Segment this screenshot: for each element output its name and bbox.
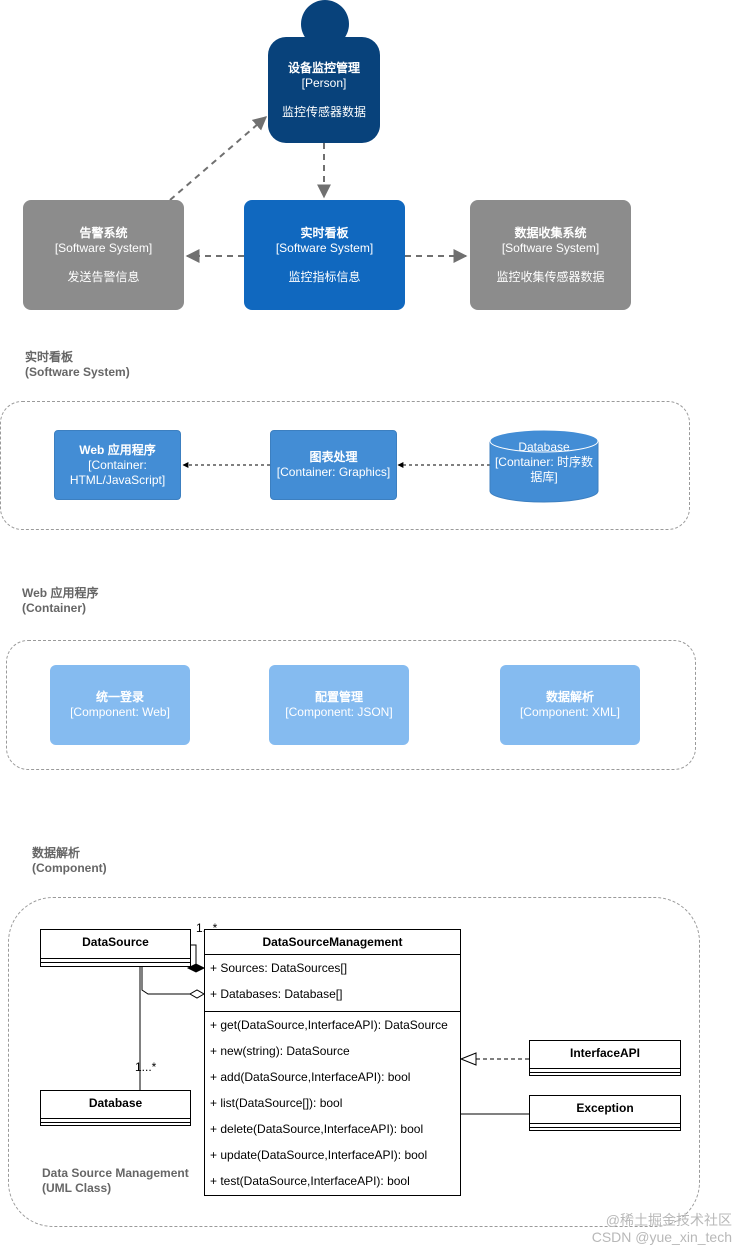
system-alarm-desc: 发送告警信息 xyxy=(67,269,140,284)
component-config[interactable]: 配置管理 [Component: JSON] xyxy=(269,665,409,745)
mgmt-title: DataSourceManagement xyxy=(262,935,403,949)
watermark-line1: @稀土掘金技术社区 xyxy=(605,1212,732,1228)
component-view-subtitle: (Container) xyxy=(22,601,86,615)
system-collector-type: [Software System] xyxy=(501,240,600,255)
component-view-label: Web 应用程序 (Container) xyxy=(22,586,98,616)
class-database[interactable]: Database xyxy=(40,1090,191,1126)
system-collector-name: 数据收集系统 xyxy=(514,225,587,240)
class-view-subtitle: (Component) xyxy=(32,861,107,875)
interface-api-title: InterfaceAPI xyxy=(569,1046,641,1060)
component-parser[interactable]: 数据解析 [Component: XML] xyxy=(500,665,640,745)
mgmt-attribute: + Sources: DataSources[] xyxy=(210,961,348,975)
database-cylinder-icon xyxy=(489,429,599,503)
system-alarm-type: [Software System] xyxy=(54,240,153,255)
system-dashboard-type: [Software System] xyxy=(275,240,374,255)
container-web-app[interactable]: Web 应用程序 [Container: HTML/JavaScript] xyxy=(54,430,181,500)
chart-name: 图表处理 xyxy=(309,450,358,464)
system-collector[interactable]: 数据收集系统 [Software System] 监控收集传感器数据 xyxy=(470,200,631,310)
mgmt-method: + add(DataSource,InterfaceAPI): bool xyxy=(210,1070,411,1084)
class-datasource-management[interactable]: DataSourceManagement + Sources: DataSour… xyxy=(204,929,461,1196)
class-caption-title: Data Source Management xyxy=(42,1166,189,1180)
class-caption: Data Source Management (UML Class) xyxy=(42,1166,189,1196)
web-app-name: Web 应用程序 xyxy=(79,442,156,457)
watermark: @稀土掘金技术社区 CSDN @yue_xin_tech xyxy=(592,1212,732,1246)
class-boundary xyxy=(8,897,700,1227)
container-boundary xyxy=(0,401,690,530)
login-type: [Component: Web] xyxy=(70,705,170,719)
container-view-title: 实时看板 xyxy=(25,350,74,364)
container-database[interactable]: Database [Container: 时序数 据库] xyxy=(489,437,599,487)
class-exception[interactable]: Exception xyxy=(529,1095,681,1131)
system-alarm-name: 告警系统 xyxy=(79,225,128,240)
config-type: [Component: JSON] xyxy=(285,705,393,719)
aggregation-diamond xyxy=(188,989,206,999)
parser-type: [Component: XML] xyxy=(519,705,621,719)
login-name: 统一登录 xyxy=(95,690,144,704)
system-dashboard-desc: 监控指标信息 xyxy=(288,269,361,284)
composition-diamond xyxy=(186,963,206,973)
database-name: Database xyxy=(518,439,570,454)
database-class-title: Database xyxy=(88,1096,143,1110)
database-type-1: [Container: 时序数 xyxy=(494,454,594,469)
mgmt-method: + list(DataSource[]): bool xyxy=(210,1096,343,1110)
watermark-line2: CSDN @yue_xin_tech xyxy=(591,1229,732,1245)
system-dashboard[interactable]: 实时看板 [Software System] 监控指标信息 xyxy=(244,200,405,310)
mgmt-method: + get(DataSource,InterfaceAPI): DataSour… xyxy=(210,1018,448,1032)
aggregation-line xyxy=(141,967,190,995)
class-datasource[interactable]: DataSource xyxy=(40,929,191,967)
datasource-title: DataSource xyxy=(82,935,149,949)
component-view-title: Web 应用程序 xyxy=(22,586,99,600)
arrow-alarm-to-person xyxy=(169,116,268,201)
class-view-title: 数据解析 xyxy=(32,846,81,860)
container-chart[interactable]: 图表处理 [Container: Graphics] xyxy=(270,430,397,500)
chart-type: [Container: Graphics] xyxy=(276,465,391,479)
container-view-label: 实时看板 (Software System) xyxy=(25,350,130,380)
component-boundary xyxy=(6,640,696,770)
mgmt-method: + new(string): DataSource xyxy=(210,1044,350,1058)
mgmt-attribute: + Databases: Database[] xyxy=(210,987,343,1001)
class-caption-subtitle: (UML Class) xyxy=(42,1181,112,1195)
web-app-type-2: HTML/JavaScript] xyxy=(69,472,166,487)
web-app-type-1: [Container: xyxy=(88,457,147,472)
realization-triangle xyxy=(459,1052,477,1066)
system-collector-desc: 监控收集传感器数据 xyxy=(496,269,605,284)
person-desc: 监控传感器数据 xyxy=(281,104,366,119)
config-name: 配置管理 xyxy=(314,690,363,704)
system-dashboard-name: 实时看板 xyxy=(300,225,349,240)
class-view-label: 数据解析 (Component) xyxy=(32,846,107,876)
person-type: [Person] xyxy=(301,75,347,90)
class-interface-api[interactable]: InterfaceAPI xyxy=(529,1040,681,1076)
exception-title: Exception xyxy=(576,1101,634,1115)
mgmt-method: + test(DataSource,InterfaceAPI): bool xyxy=(210,1174,410,1188)
multiplicity-database: 1...* xyxy=(135,1060,157,1074)
system-alarm[interactable]: 告警系统 [Software System] 发送告警信息 xyxy=(23,200,184,310)
mgmt-method: + update(DataSource,InterfaceAPI): bool xyxy=(210,1148,428,1162)
mgmt-method: + delete(DataSource,InterfaceAPI): bool xyxy=(210,1122,424,1136)
container-view-subtitle: (Software System) xyxy=(25,365,130,379)
person-name: 设备监控管理 xyxy=(287,60,360,75)
person-device-monitor[interactable]: 设备监控管理 [Person] 监控传感器数据 xyxy=(268,37,380,143)
component-login[interactable]: 统一登录 [Component: Web] xyxy=(50,665,190,745)
database-type-2: 据库] xyxy=(530,469,558,484)
parser-name: 数据解析 xyxy=(545,690,594,704)
